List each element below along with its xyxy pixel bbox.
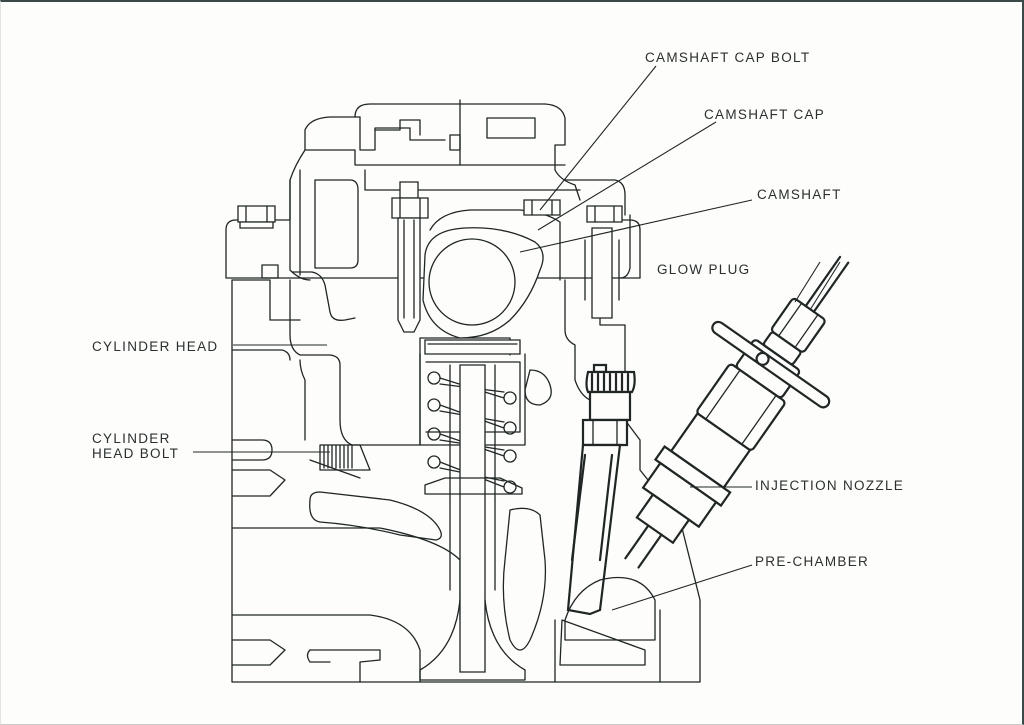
injection-nozzle	[624, 255, 850, 569]
leader-camshaft-cap-bolt	[539, 65, 657, 211]
pre-chamber	[554, 576, 661, 683]
leader-pre-chamber	[611, 564, 753, 611]
label-cylinder-head-bolt-line2: HEAD BOLT	[92, 446, 180, 461]
label-injection-nozzle: INJECTION NOZZLE	[755, 478, 905, 493]
label-cylinder-head: CYLINDER HEAD	[92, 339, 219, 354]
label-camshaft-cap: CAMSHAFT CAP	[704, 107, 826, 122]
head-bolt-right	[584, 205, 623, 319]
leader-lines	[193, 65, 753, 611]
valve-assembly	[419, 339, 526, 681]
head-bolt-left	[237, 205, 276, 229]
leader-camshaft-cap	[537, 121, 717, 231]
label-pre-chamber: PRE-CHAMBER	[755, 554, 870, 569]
glow-plug	[566, 363, 636, 616]
label-cylinder-head-bolt-line1: CYLINDER	[92, 431, 171, 446]
camshaft	[422, 227, 544, 339]
fuel-line-b	[809, 261, 841, 311]
label-camshaft: CAMSHAFT	[757, 187, 842, 202]
stud-bolt	[391, 181, 429, 333]
leader-camshaft	[519, 199, 753, 253]
cam-cover	[261, 99, 631, 321]
label-glow-plug: GLOW PLUG	[657, 262, 751, 277]
fuel-line-a	[794, 261, 821, 303]
label-camshaft-cap-bolt: CAMSHAFT CAP BOLT	[645, 50, 811, 65]
cylinder-head-bolt	[309, 444, 371, 479]
